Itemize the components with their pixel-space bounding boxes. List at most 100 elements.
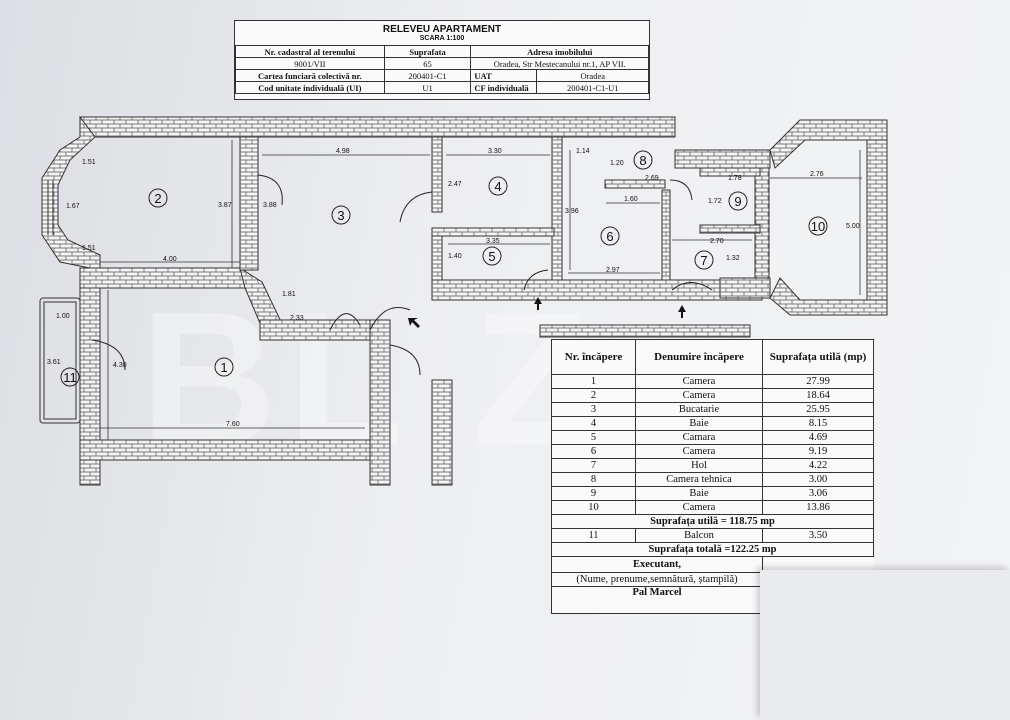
dimension-label: 2.47 <box>448 181 462 188</box>
dimension-label: 5.00 <box>846 223 860 230</box>
dimension-label: 2.33 <box>290 315 304 322</box>
legend-total-row: Suprafața totală =122.25 mp <box>551 542 874 557</box>
room-number: 9 <box>734 194 741 209</box>
room-markers <box>60 150 828 387</box>
header-table: Nr. cadastral al terenului Suprafata Adr… <box>235 45 649 94</box>
header-cell: CF individuală <box>470 81 538 94</box>
dimension-label: 3.35 <box>486 238 500 245</box>
dimension-label: 3.96 <box>565 208 579 215</box>
legend-cell: 11 <box>551 528 636 543</box>
dimension-label: 3.88 <box>263 202 277 209</box>
dimension-label: 1.40 <box>448 253 462 260</box>
header-scale: SCARA 1:100 <box>419 35 465 42</box>
legend-cell: 8 <box>551 472 636 487</box>
dimension-label: 1.72 <box>708 198 722 205</box>
arrow-diagonal-icon <box>408 318 420 328</box>
walls <box>41 115 888 486</box>
dimension-label: 1.60 <box>624 196 638 203</box>
legend-balcony-row: 11 Balcon 3.50 <box>551 528 874 543</box>
legend-cell: 7 <box>551 458 636 473</box>
dimension-label: 2.76 <box>810 171 824 178</box>
dimension-label: 3.87 <box>218 202 232 209</box>
dimension-label: 2.69 <box>645 175 659 182</box>
doors <box>91 174 713 376</box>
legend-cell: 18.64 <box>762 388 874 403</box>
legend-total-row: Suprafața utilă = 118.75 mp <box>551 514 874 529</box>
legend-cell: 1 <box>551 374 636 389</box>
dimension-label: 4.30 <box>113 362 127 369</box>
header-row: Cartea funciară colectivă nr. 200401-C1 … <box>235 69 649 82</box>
legend-cell: 8.15 <box>762 416 874 431</box>
room-number: 4 <box>494 179 501 194</box>
room-number: 10 <box>811 219 825 234</box>
legend-header: Denumire încăpere <box>635 339 763 375</box>
room-number: 6 <box>606 229 613 244</box>
arrow-up-icon <box>534 297 542 310</box>
legend-cell: 3 <box>551 402 636 417</box>
dimension-label: 4.98 <box>336 148 350 155</box>
room-number: 8 <box>639 153 646 168</box>
legend-cell: Camara <box>635 430 763 445</box>
legend-header: Suprafața utilă (mp) <box>762 339 874 375</box>
legend-cell: 4 <box>551 416 636 431</box>
dimension-label: 4.00 <box>163 256 177 263</box>
total-util: Suprafața utilă = 118.75 mp <box>551 514 874 529</box>
dimension-label: 2.70 <box>710 238 724 245</box>
dimension-label: 1.00 <box>56 313 70 320</box>
legend-cell: Hol <box>635 458 763 473</box>
room-number: 5 <box>488 249 495 264</box>
legend-cell: Baie <box>635 416 763 431</box>
room-number: 11 <box>63 370 77 385</box>
header-cell: 200401-C1-U1 <box>536 81 649 94</box>
legend-cell: 3.50 <box>762 528 874 543</box>
dimension-label: 1.51 <box>82 159 96 166</box>
legend-cell: Baie <box>635 486 763 501</box>
room-number: 3 <box>337 208 344 223</box>
legend-cell: 9.19 <box>762 444 874 459</box>
windows <box>47 180 54 235</box>
dimension-label: 1.81 <box>282 291 296 298</box>
dimension-label: 1.78 <box>728 175 742 182</box>
legend-header-row: Nr. încăpere Denumire încăpere Suprafața… <box>551 339 874 375</box>
overlapping-paper <box>760 570 1010 720</box>
legend-cell: Camera <box>635 500 763 515</box>
room-numbers: 1 2 3 4 5 6 7 8 9 10 11 <box>63 153 825 385</box>
room-number: 2 <box>154 191 161 206</box>
legend-cell: 5 <box>551 430 636 445</box>
executant-label: Executant, <box>551 556 763 573</box>
dimension-lines <box>100 140 862 440</box>
arrow-up-icon <box>678 305 686 318</box>
dimension-label: 1.14 <box>576 148 590 155</box>
legend-cell: Camera <box>635 374 763 389</box>
legend-header: Nr. încăpere <box>551 339 636 375</box>
executant-name: Pal Marcel <box>551 586 763 614</box>
dimension-label: 7.60 <box>226 421 240 428</box>
legend-cell: Bucatarie <box>635 402 763 417</box>
dimension-label: 3.61 <box>47 359 61 366</box>
room-number: 7 <box>700 253 707 268</box>
legend-cell: 6 <box>551 444 636 459</box>
legend-cell: 3.06 <box>762 486 874 501</box>
header-title: RELEVEU APARTAMENT <box>382 24 502 35</box>
dimension-label: 2.97 <box>606 267 620 274</box>
legend-cell: 10 <box>551 500 636 515</box>
header-row: Nr. cadastral al terenului Suprafata Adr… <box>235 45 649 58</box>
dimension-label: 1.32 <box>726 255 740 262</box>
dimension-label: 1.67 <box>66 203 80 210</box>
dimension-label: 1.20 <box>610 160 624 167</box>
legend-cell: 13.86 <box>762 500 874 515</box>
legend-cell: 4.69 <box>762 430 874 445</box>
header-cell: Cod unitate individuală (UI) <box>235 81 385 94</box>
